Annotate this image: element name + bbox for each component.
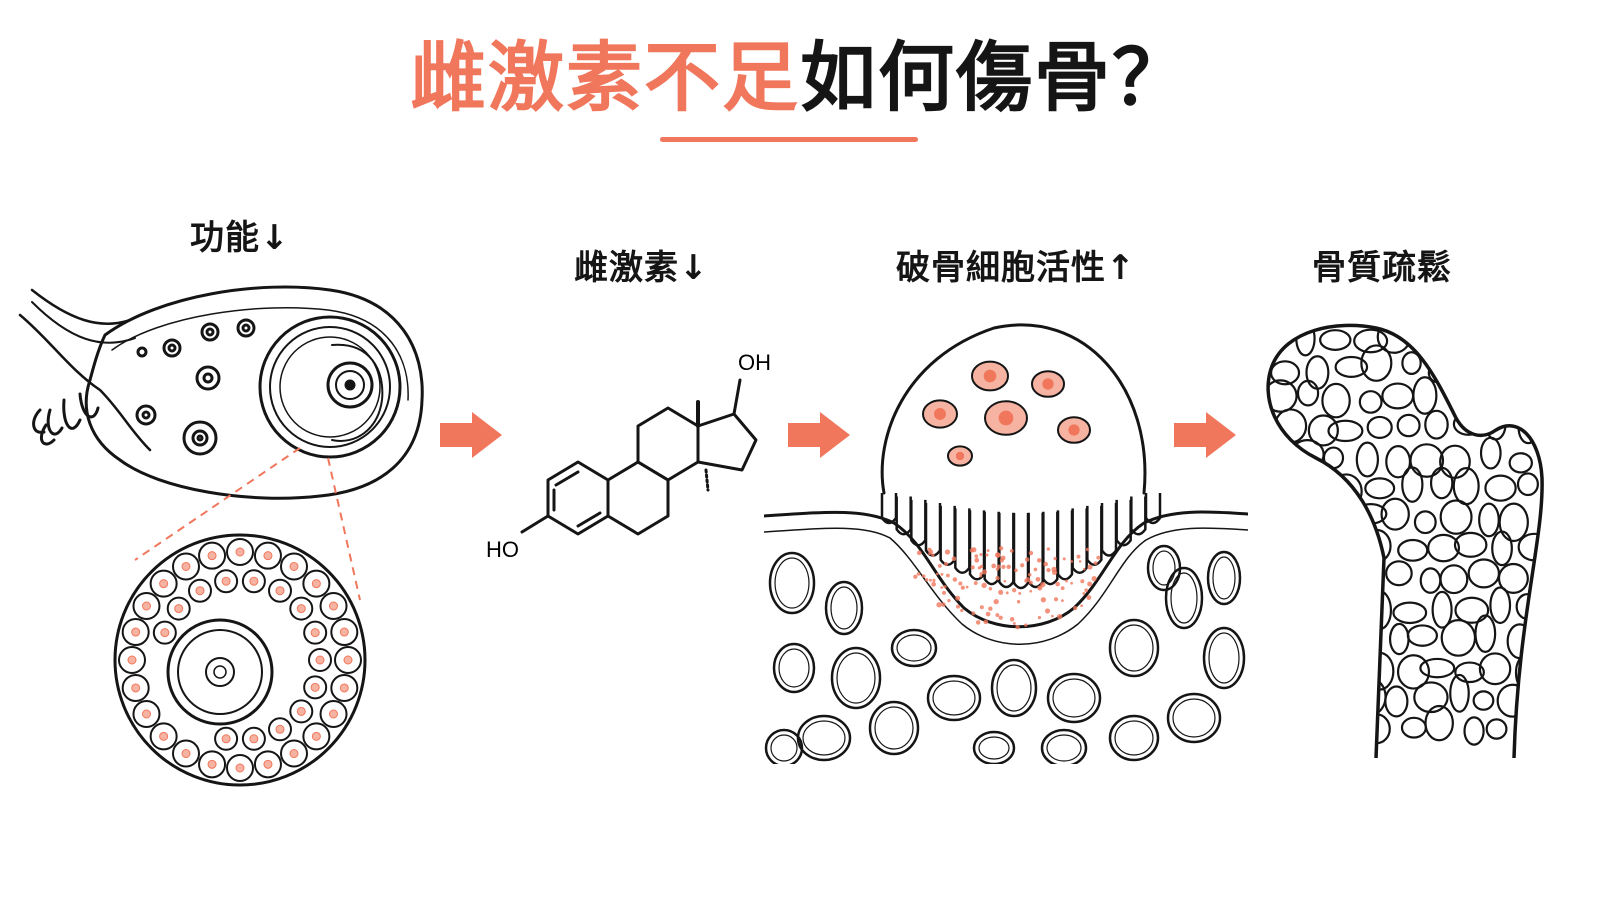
ovary-illustration (18, 285, 424, 787)
step-label-osteoporosis: 骨質疏鬆 (1312, 248, 1452, 288)
estradiol-molecule: OH HO (486, 350, 771, 562)
ho-label: HO (486, 537, 519, 562)
title-dark-text: 如何傷骨？ (800, 33, 1190, 122)
osteoclast-illustration (764, 323, 1248, 764)
page-title: 雌激素不足如何傷骨？ (0, 28, 1600, 128)
femur-osteoporosis-illustration (1266, 323, 1544, 759)
title-underline (660, 137, 918, 142)
title-accent-text: 雌激素不足 (410, 33, 800, 122)
oh-label: OH (738, 350, 771, 375)
flow-arrow-icon (788, 412, 850, 458)
flow-arrow-icon (440, 412, 502, 458)
step-label-osteoclast: 破骨細胞活性↑ (896, 248, 1136, 288)
step-label-ovary-function: 功能↓ (190, 218, 290, 258)
step-label-estrogen: 雌激素↓ (574, 248, 709, 288)
flow-arrow-icon (1174, 412, 1236, 458)
